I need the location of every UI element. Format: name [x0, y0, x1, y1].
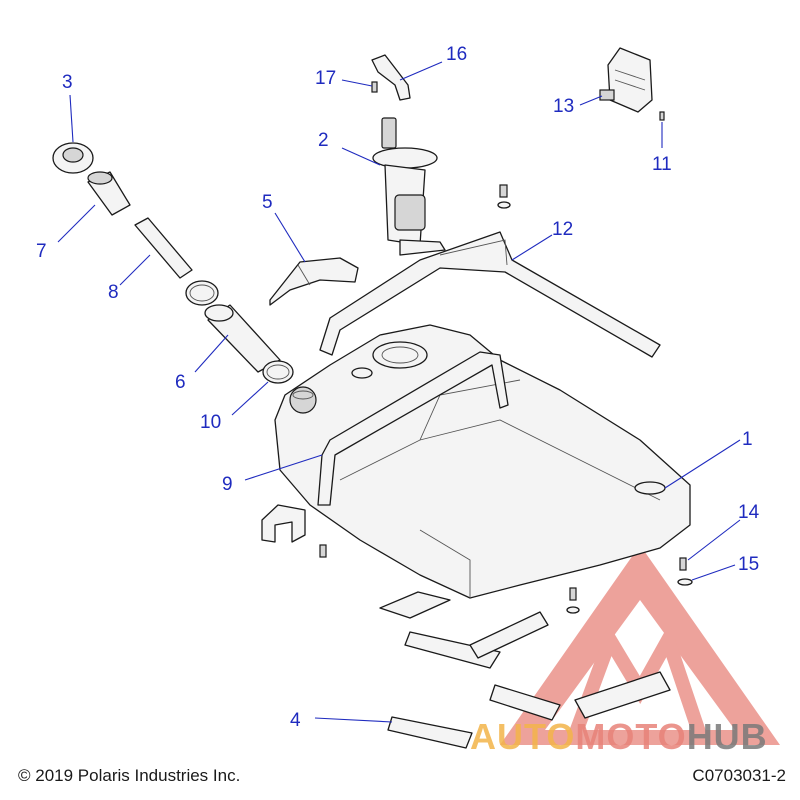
drawing-number: C0703031-2 — [692, 766, 786, 785]
pump-bracket — [371, 54, 411, 101]
callout-11: 11 — [652, 154, 672, 175]
callout-15: 15 — [738, 554, 759, 575]
callout-17: 17 — [315, 68, 336, 89]
heat-shield — [269, 257, 359, 306]
callout-14: 14 — [738, 502, 760, 523]
callout-7: 7 — [36, 241, 47, 262]
callout-4: 4 — [290, 710, 301, 731]
callout-10: 10 — [200, 412, 221, 433]
callout-1: 1 — [742, 429, 753, 450]
tank-bracket — [261, 504, 306, 543]
callout-3: 3 — [62, 72, 73, 93]
hose-clamp-upper — [185, 280, 219, 306]
tank-strap-front — [317, 351, 509, 506]
callout-5: 5 — [262, 192, 273, 213]
control-module — [599, 47, 653, 113]
bolts — [319, 81, 693, 614]
leader-lines — [57, 61, 741, 723]
callout-16: 16 — [446, 44, 467, 65]
fuel-cap — [52, 142, 94, 174]
fuel-pump — [372, 117, 446, 256]
callout-13: 13 — [553, 96, 574, 117]
callout-12: 12 — [552, 219, 573, 240]
filler-hose — [204, 304, 281, 373]
callout-2: 2 — [318, 130, 329, 151]
fuel-tank — [274, 324, 691, 599]
callout-9: 9 — [222, 474, 233, 495]
callout-labels: 1 2 3 4 5 6 7 8 9 10 11 12 13 14 15 16 1… — [36, 44, 760, 731]
isolator-pads — [379, 591, 671, 749]
copyright-text: © 2019 Polaris Industries Inc. — [18, 766, 241, 785]
callout-8: 8 — [108, 282, 119, 303]
hose-clamp — [262, 360, 294, 384]
filler-neck — [87, 171, 131, 216]
tank-strap-top — [319, 231, 661, 358]
callout-6: 6 — [175, 372, 186, 393]
vent-hose — [134, 217, 193, 279]
watermark-text: AUTOMOTOHUB — [470, 716, 768, 757]
